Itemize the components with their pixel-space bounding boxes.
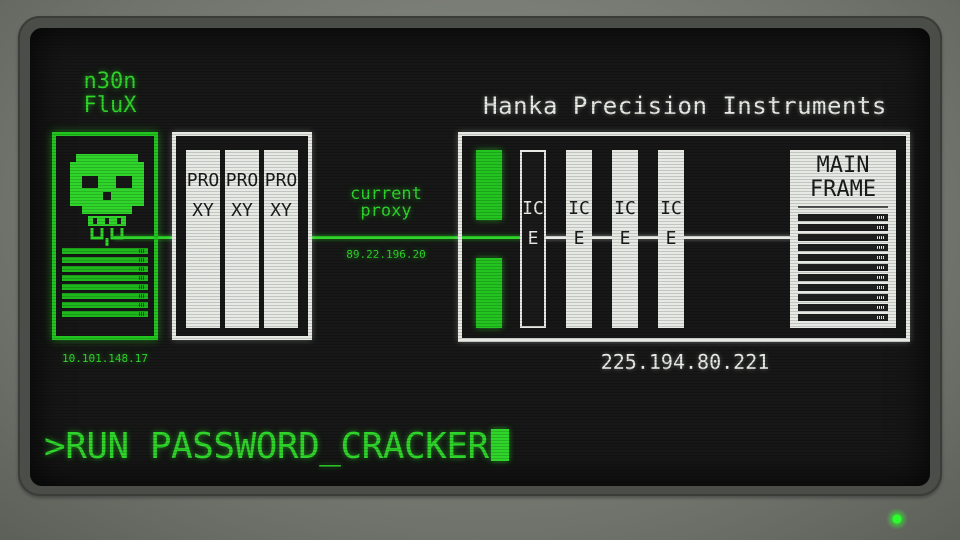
proxy-node-2[interactable]: PROXY [225, 150, 259, 328]
command-text: RUN PASSWORD_CRACKER [65, 426, 489, 467]
skull-icon [70, 154, 144, 246]
proxy-node-1[interactable]: PROXY [186, 150, 220, 328]
firewall-lower[interactable] [476, 258, 502, 328]
mainframe-label: MAIN FRAME [809, 153, 877, 202]
link-user-proxy [114, 236, 174, 239]
mainframe-node[interactable]: MAIN FRAME [790, 150, 896, 328]
user-name: n30n FluX [83, 69, 137, 118]
current-proxy-ip: 89.22.196.20 [346, 248, 426, 261]
target-ip: 225.194.80.221 [600, 350, 770, 374]
proxy-chain: PROXY PROXY PROXY [172, 132, 312, 340]
current-proxy-label: current proxy [350, 184, 422, 221]
link-ice-chain [522, 236, 792, 239]
power-led-icon [886, 508, 908, 530]
proxy-node-3[interactable]: PROXY [264, 150, 298, 328]
firewall-upper[interactable] [476, 150, 502, 220]
crt-screen: n30n FluX 10.101.148.17 PROXY PROXY PROX… [30, 28, 930, 486]
ice-node-2[interactable]: ICE [566, 150, 592, 328]
ice-node-3[interactable]: ICE [612, 150, 638, 328]
text-cursor [490, 429, 509, 461]
command-prompt: > [44, 426, 66, 467]
target-system: ICE ICE ICE ICE MAIN FRAME [458, 132, 910, 342]
target-title: Hanka Precision Instruments [483, 92, 887, 120]
ice-node-4[interactable]: ICE [658, 150, 684, 328]
user-server-rack [62, 248, 148, 320]
mainframe-divider [798, 206, 888, 208]
ice-node-1[interactable]: ICE [520, 150, 546, 328]
user-ip: 10.101.148.17 [61, 352, 149, 365]
link-proxy-target [310, 236, 522, 239]
command-line[interactable]: >RUN PASSWORD_CRACKER [44, 426, 509, 467]
user-node[interactable] [52, 132, 158, 340]
mainframe-server-rack [798, 214, 888, 324]
